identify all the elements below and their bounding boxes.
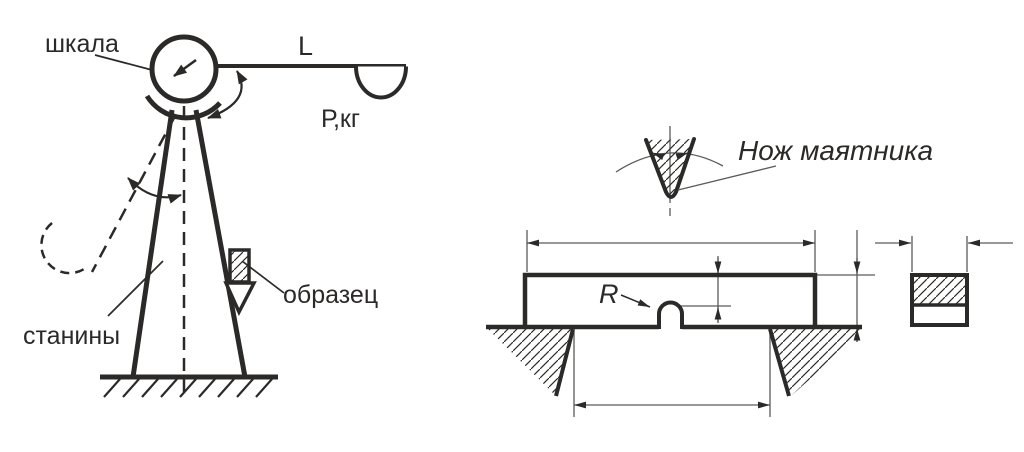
beam-outline	[522, 272, 818, 329]
right-anvil-edge	[768, 328, 791, 397]
pendulum-needle-arrow	[173, 58, 197, 78]
knife-label: Нож маятника	[738, 135, 933, 166]
frame-leader-line	[107, 260, 164, 317]
notch-radius-label: R	[599, 279, 619, 309]
cross-section-hatch	[912, 276, 967, 305]
pendulum-weight	[354, 66, 408, 100]
specimen-on-supports-diagram: Нож маятника R	[486, 126, 1013, 417]
swing-angle-arrow	[127, 177, 182, 204]
radius-leader-arrow	[620, 294, 651, 308]
specimen-leader-line	[241, 260, 285, 294]
anvil-hatching-left	[488, 329, 571, 396]
ground-hatching	[103, 378, 273, 398]
scale-label: шкала	[45, 30, 119, 58]
raised-pendulum-dashed-rod	[90, 115, 177, 273]
rotation-arrow	[207, 70, 248, 120]
scale-leader-line	[94, 54, 153, 71]
raised-pendulum-dashed-weight	[40, 222, 88, 275]
weight-label: Р,кг	[321, 105, 360, 133]
knife-wedge	[644, 137, 696, 199]
arm-length-label: L	[298, 31, 313, 61]
notch	[657, 300, 684, 329]
specimen-label: образец	[283, 281, 378, 309]
frame-left-leg	[130, 109, 175, 378]
specimen-block	[228, 248, 251, 284]
cross-section-outline	[910, 273, 969, 327]
anvil-hatching-right	[772, 329, 866, 396]
frame-right-leg	[193, 109, 248, 378]
frame-label: станины	[23, 322, 120, 350]
knife-leader-line	[677, 165, 777, 191]
left-anvil-edge	[554, 328, 575, 397]
impact-machine-diagram: шкала L Р,кг станины образец	[23, 30, 408, 398]
